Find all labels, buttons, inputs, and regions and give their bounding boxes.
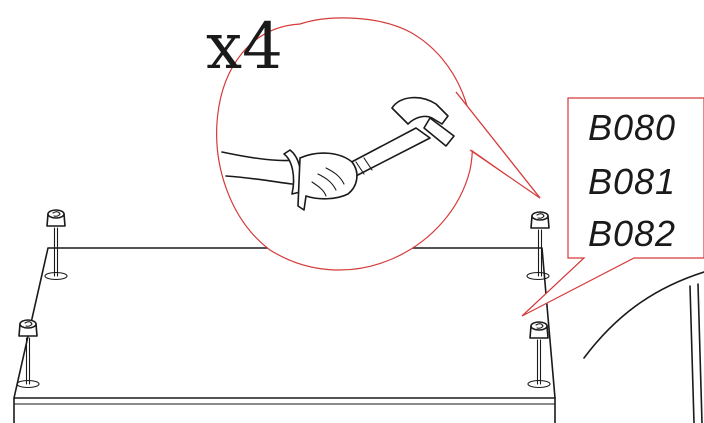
quantity-label: x4 bbox=[206, 10, 283, 84]
part-code-3: B082 bbox=[588, 213, 676, 254]
adjacent-part-edge bbox=[583, 271, 704, 423]
hammer-callout bbox=[216, 17, 541, 271]
cam-dowel-back-left bbox=[46, 209, 66, 277]
cam-dowel-front-left bbox=[18, 319, 38, 385]
board-panel bbox=[13, 247, 556, 423]
part-code-1: B080 bbox=[588, 107, 676, 148]
cam-dowel-front-right bbox=[529, 321, 549, 385]
part-code-bubble bbox=[521, 97, 704, 317]
cam-dowel-back-right bbox=[530, 211, 550, 277]
hammer-in-hand-icon bbox=[221, 96, 455, 211]
part-code-2: B081 bbox=[588, 161, 676, 202]
